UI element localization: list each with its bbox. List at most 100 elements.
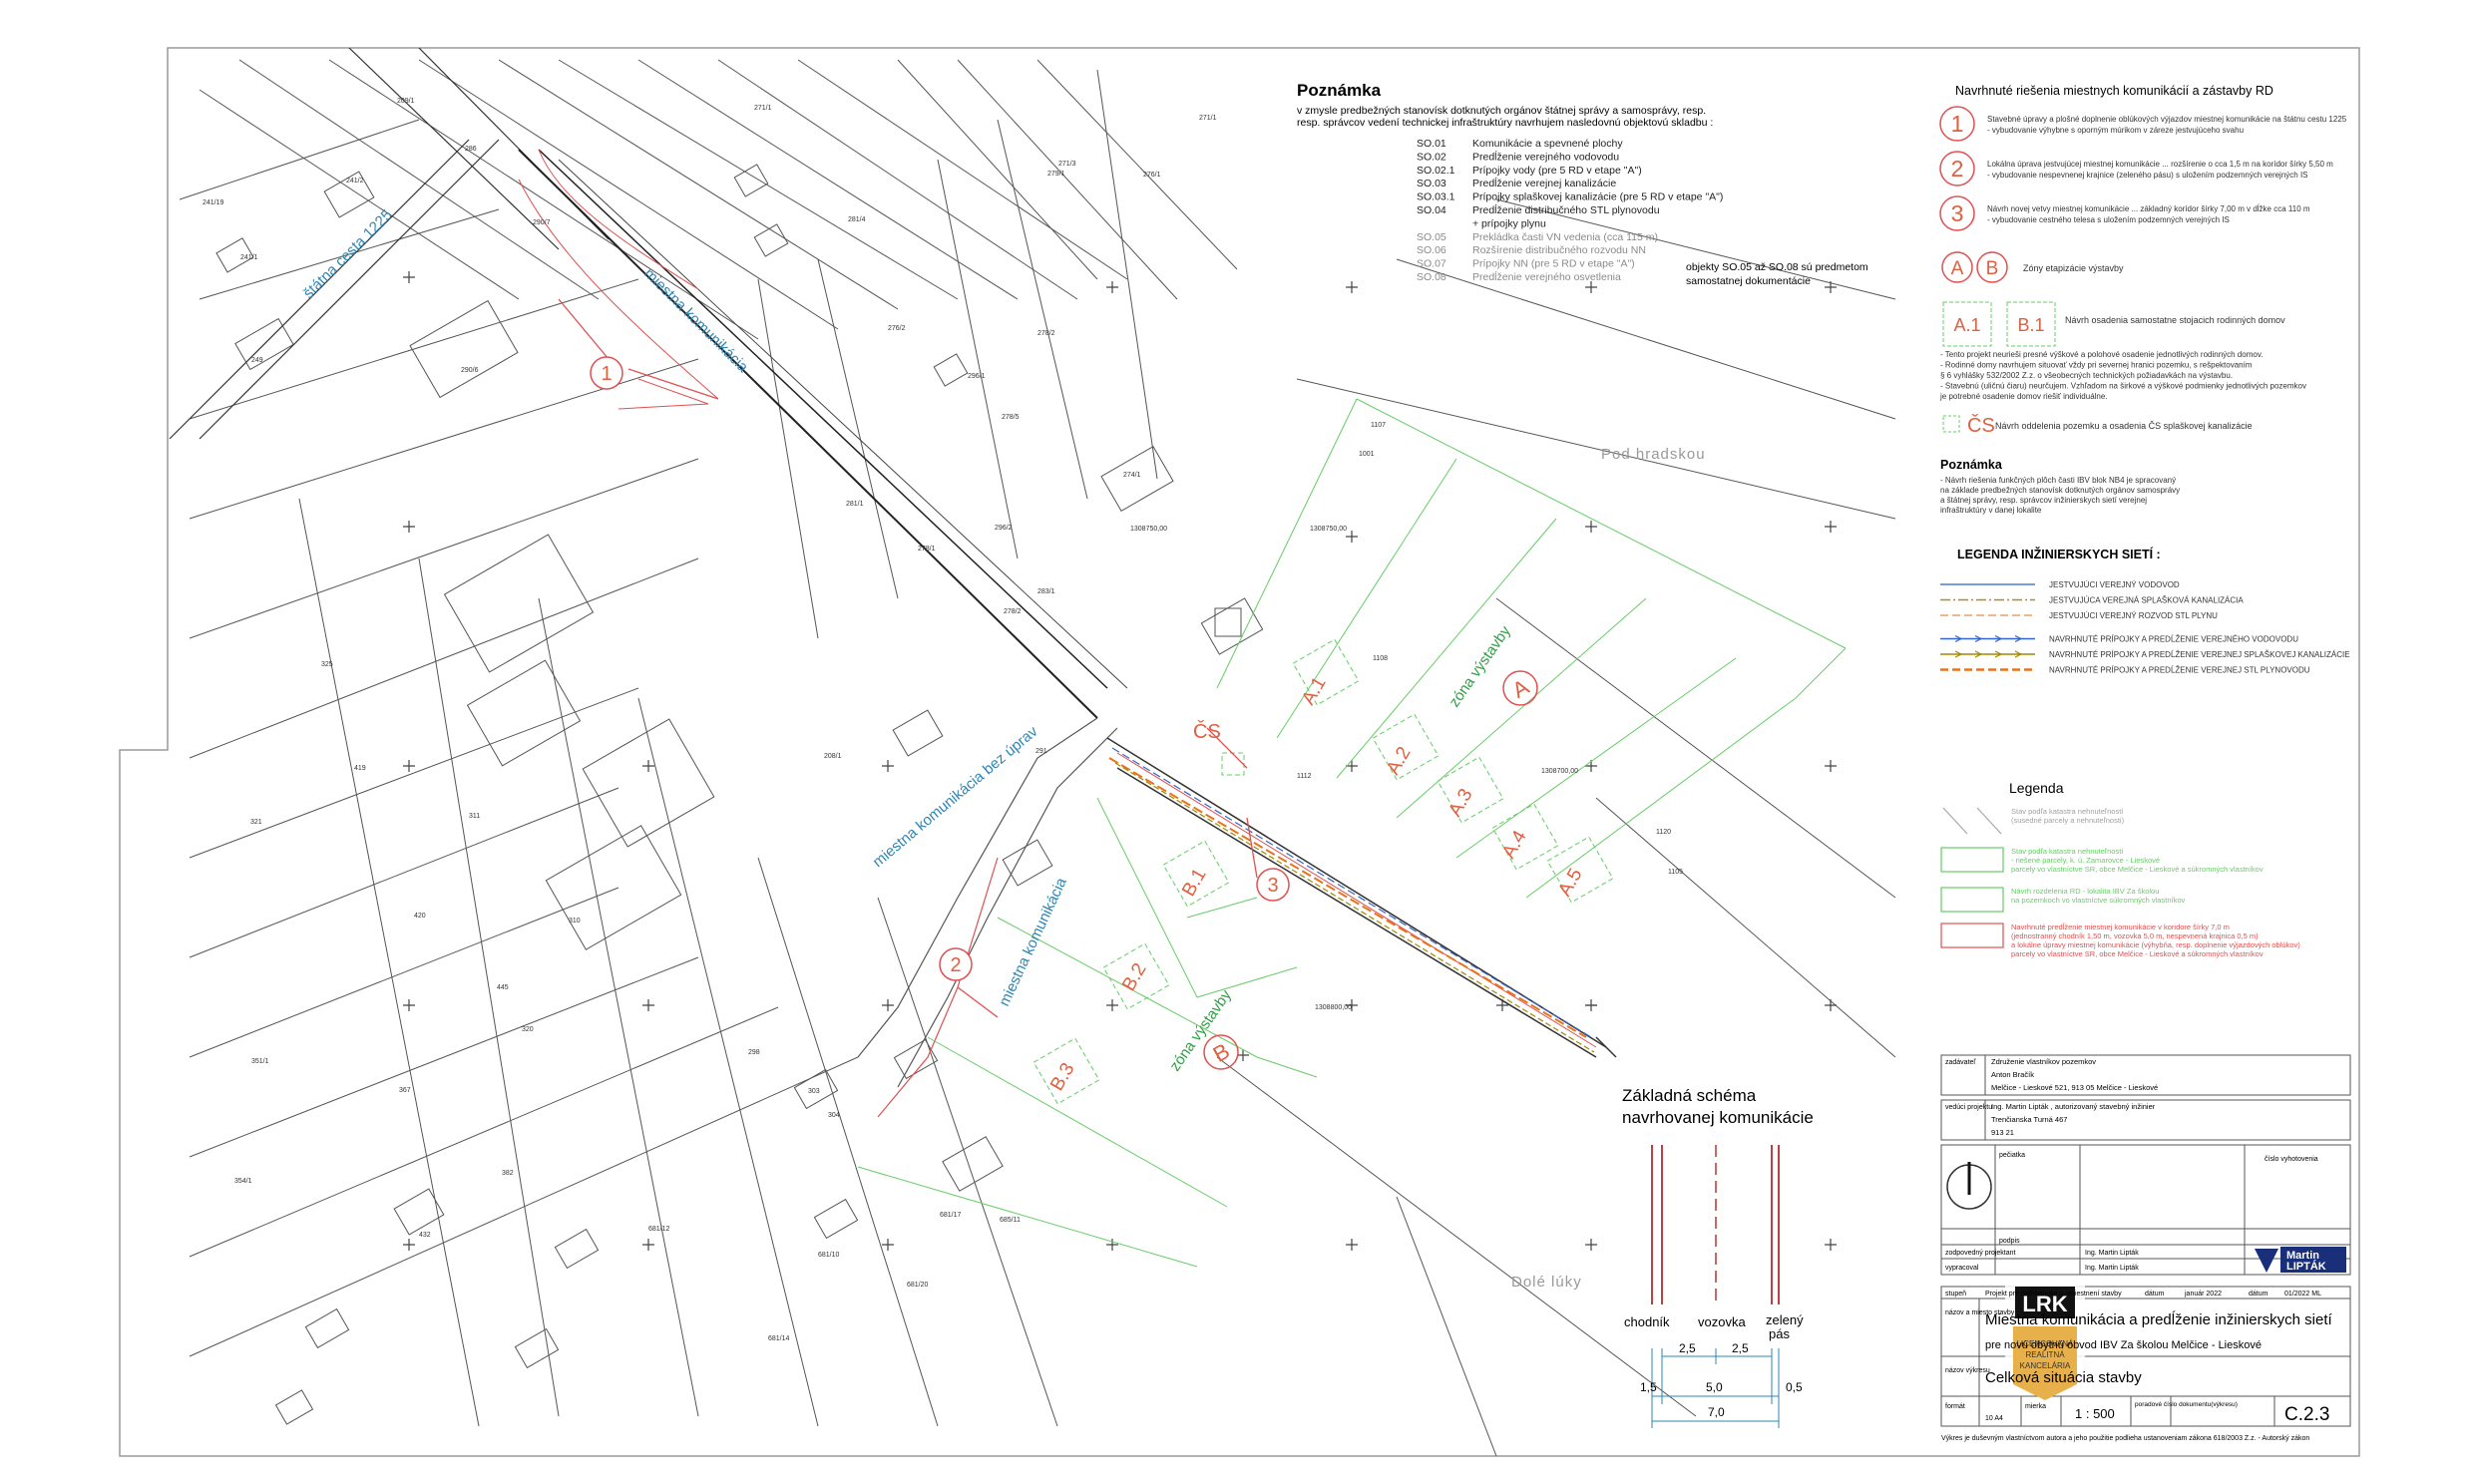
place-dole-luky: Dolé lúky: [1511, 1274, 1582, 1291]
svg-text:Celková situácia stavby: Celková situácia stavby: [1985, 1369, 2142, 1386]
svg-text:formát: formát: [1945, 1403, 1965, 1410]
schema-label-right-2: pás: [1769, 1326, 1790, 1341]
svg-text:367: 367: [399, 1087, 411, 1094]
svg-text:LIPTÁK: LIPTÁK: [2286, 1260, 2326, 1273]
svg-text:B.1: B.1: [2017, 315, 2044, 335]
svg-text:KANCELÁRIA: KANCELÁRIA: [2020, 1361, 2071, 1370]
parcel-numbers: 209/1 241/19 241/1 241/2 249 290/6 286 2…: [203, 98, 1683, 1342]
arrow-icon: [1974, 650, 1983, 658]
zone-b-marker: B: [1203, 1034, 1239, 1070]
panel-note-line: - Návrh riešenia funkčných plôch časti I…: [1940, 476, 2176, 485]
coord-1: 1308700,00: [1541, 768, 1578, 775]
svg-text:poradové číslo dokumentu(výkre: poradové číslo dokumentu(výkresu): [2135, 1401, 2238, 1408]
north-arrow-icon: [1946, 1162, 1992, 1210]
svg-text:208/1: 208/1: [824, 753, 842, 760]
legend-title: Legenda: [2009, 780, 2064, 796]
panel-note-line: na základe predbežných stanovísk dotknut…: [1940, 486, 2180, 495]
svg-text:3: 3: [1267, 875, 1278, 897]
proposal-text: - vybudovanie cestného telesa s uložením…: [1987, 215, 2230, 224]
proposal-text: - vybudovanie výhybne s oporným múrikom …: [1987, 126, 2244, 135]
notes-side-1: objekty SO.05 až SO.08 sú predmetom: [1686, 261, 1868, 273]
svg-text:REALITNÁ: REALITNÁ: [2025, 1350, 2065, 1359]
marker-leaders: [558, 298, 1258, 1018]
notes-side-2: samostatnej dokumentácie: [1686, 275, 1811, 287]
svg-text:číslo vyhotovenia: číslo vyhotovenia: [2265, 1156, 2318, 1163]
svg-text:1: 1: [601, 363, 612, 385]
general-legend: Legenda Stav podľa katastra nehnuteľnost…: [1940, 780, 2300, 958]
arrow-icon: [1974, 634, 1983, 643]
so-code: SO.04: [1417, 204, 1446, 216]
lot-key: A.1 B.1 Návrh osadenia samostatne stojac…: [1942, 301, 2285, 347]
svg-text:Melčice - Lieskové 521, 913 05: Melčice - Lieskové 521, 913 05 Melčice -…: [1991, 1083, 2158, 1092]
legend-swatch: [1942, 807, 1968, 835]
schema-label-left: chodník: [1624, 1314, 1670, 1329]
svg-text:Návrh osadenia samostatne stoj: Návrh osadenia samostatne stojacich rodi…: [2065, 315, 2285, 325]
svg-text:278/2: 278/2: [1037, 330, 1055, 337]
svg-text:1 : 500: 1 : 500: [2075, 1406, 2115, 1421]
proposal-text: - vybudovanie nespevnenej krajnice (zele…: [1987, 171, 2308, 180]
proposal-number-circle: [1939, 106, 1975, 142]
svg-text:281/1: 281/1: [846, 501, 864, 508]
svg-text:pečiatka: pečiatka: [1999, 1152, 2025, 1159]
svg-text:419: 419: [354, 765, 366, 772]
so-text: Prípojky vody (pre 5 RD v etape "A"): [1472, 165, 1642, 177]
legend-text: parcely vo vlastníctve SR, obce Melčice …: [2011, 949, 2264, 958]
dim-road: 5,0: [1706, 1380, 1723, 1394]
svg-text:432: 432: [419, 1232, 431, 1239]
legend-text: (susedné parcely a nehnuteľnosti): [2011, 816, 2125, 825]
dim-total: 7,0: [1708, 1405, 1725, 1419]
svg-text:382: 382: [502, 1170, 514, 1177]
coord-4: 1308750,00: [1310, 526, 1347, 533]
svg-text:241/1: 241/1: [240, 254, 258, 261]
svg-text:Výkres je duševným vlastníctvo: Výkres je duševným vlastníctvom autora a…: [1941, 1435, 2309, 1442]
svg-text:241/19: 241/19: [203, 199, 224, 206]
svg-text:296/1: 296/1: [968, 373, 986, 380]
svg-text:681/17: 681/17: [940, 1212, 962, 1219]
svg-text:274/1: 274/1: [1123, 472, 1141, 479]
legend-swatch: [1940, 923, 2004, 948]
svg-text:320: 320: [522, 1026, 534, 1033]
legend-text: na pozemkoch vo vlastníctve súkromných v…: [2011, 896, 2185, 905]
svg-text:278/5: 278/5: [1002, 414, 1020, 421]
place-pod-hradskou: Pod hradskou: [1601, 446, 1706, 463]
arrow-icon: [1954, 650, 1963, 658]
svg-text:420: 420: [414, 913, 426, 920]
svg-text:681/10: 681/10: [818, 1252, 840, 1259]
proposal-number-circle: [1939, 195, 1975, 231]
svg-text:286: 286: [465, 146, 477, 153]
legend-text: a lokálne úpravy miestnej komunikácie (v…: [2011, 940, 2300, 949]
svg-text:271/3: 271/3: [1058, 161, 1076, 168]
so-code: SO.03.1: [1417, 191, 1455, 203]
svg-text:281/4: 281/4: [848, 216, 866, 223]
dim-left: 1,5: [1640, 1380, 1657, 1394]
so-text: Rozšírenie distribučného rozvodu NN: [1472, 244, 1646, 256]
dim-right: 0,5: [1786, 1380, 1803, 1394]
svg-text:A: A: [1508, 674, 1533, 703]
so-code: SO.02: [1417, 151, 1446, 163]
svg-text:mierka: mierka: [2025, 1403, 2046, 1410]
so-text: Predĺženie verejného vodovodu: [1472, 150, 1619, 163]
svg-text:271/1: 271/1: [1199, 115, 1217, 122]
buildings: [215, 164, 1264, 1425]
svg-text:2: 2: [950, 954, 961, 976]
svg-text:LICENCOVANÁ: LICENCOVANÁ: [2017, 1339, 2074, 1348]
svg-text:291: 291: [1035, 748, 1047, 755]
svg-text:A.1: A.1: [1953, 315, 1980, 335]
so-text: Predĺženie distribučného STL plynovodu: [1472, 203, 1660, 216]
schema-label-right-1: zelený: [1766, 1312, 1804, 1327]
panel-note-title: Poznámka: [1940, 458, 2003, 472]
panel-bullet: - Stavebnú (uličnú čiaru) neurčujem. Vzh…: [1940, 382, 2306, 391]
svg-text:1107: 1107: [1371, 422, 1386, 429]
zone-a-marker: A: [1502, 670, 1538, 706]
svg-text:1105: 1105: [1668, 869, 1683, 876]
local-road: [518, 149, 1128, 1118]
legend-swatch: [1940, 847, 2004, 873]
so-text: Predĺženie verejného osvetlenia: [1472, 270, 1621, 283]
label-state-road: štátna cesta 1225: [300, 206, 396, 302]
svg-text:Anton Bračík: Anton Bračík: [1991, 1070, 2034, 1079]
svg-text:vedúci projektu: vedúci projektu: [1945, 1104, 1992, 1111]
arrow-icon: [2014, 634, 2023, 643]
